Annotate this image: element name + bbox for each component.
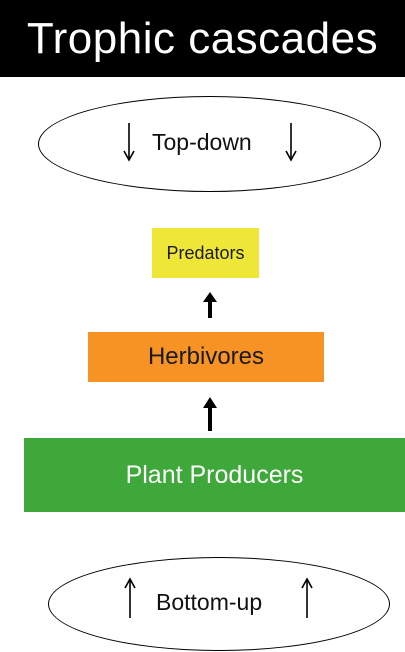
up-arrow-icon [203, 292, 217, 318]
plant-producers-box: Plant Producers [24, 438, 405, 512]
up-arrow-left-icon [124, 577, 136, 618]
top-down-ellipse [38, 96, 381, 192]
top-down-label: Top-down [152, 129, 252, 155]
down-arrow-left-icon [123, 123, 135, 162]
diagram-title: Trophic cascades [0, 0, 405, 77]
herbivores-label: Herbivores [147, 343, 265, 370]
plant-producers-label: Plant Producers [125, 460, 304, 489]
up-arrow-right-icon [301, 577, 313, 618]
predators-box: Predators [152, 228, 259, 278]
up-arrow-icon [203, 397, 217, 431]
herbivores-box: Herbivores [88, 332, 324, 382]
down-arrow-right-icon [285, 123, 297, 162]
bottom-up-ellipse [48, 557, 390, 651]
predators-label: Predators [166, 242, 245, 263]
bottom-up-label: Bottom-up [156, 589, 263, 615]
